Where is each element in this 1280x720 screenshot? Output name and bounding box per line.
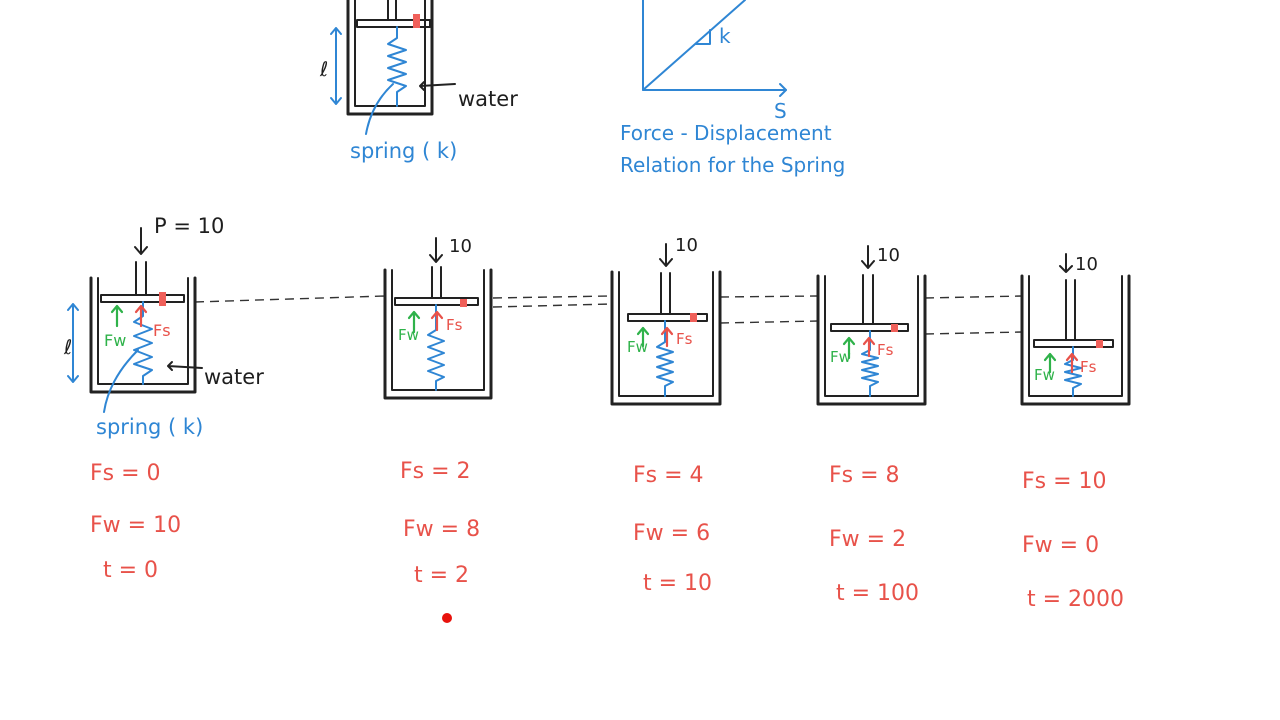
top-spring-label: spring ( k) (350, 139, 457, 163)
force-displacement-graph: k S Force - Displacement Relation for th… (620, 0, 845, 177)
fs-label: Fs (446, 316, 463, 334)
load-label: 10 (449, 236, 472, 257)
valve-marker (159, 292, 166, 306)
load-label: 10 (877, 245, 900, 266)
fw-label: Fw (830, 348, 851, 366)
top-cylinder: ℓ water spring ( k) (319, 0, 518, 163)
valve-marker (690, 313, 697, 322)
t-value: t = 0 (103, 558, 158, 583)
fs-label: Fs (676, 330, 693, 348)
fs-label: Fs (1080, 358, 1097, 376)
spring-label: spring ( k) (96, 415, 203, 439)
t-value: t = 100 (836, 581, 919, 606)
t-value: t = 2000 (1027, 587, 1124, 612)
length-label: ℓ (63, 335, 72, 359)
fw-value: Fw = 10 (90, 513, 181, 538)
water-label: water (204, 365, 264, 389)
valve-marker (460, 299, 467, 307)
valve-marker (1096, 340, 1103, 348)
fw-label: Fw (398, 326, 419, 344)
cylinder-state-5: 10 Fw Fs (1020, 253, 1131, 406)
fw-value: Fw = 0 (1022, 533, 1099, 558)
cylinder-state-3: 10 Fw Fs (610, 235, 722, 406)
level-lines (194, 295, 1023, 335)
load-label: 10 (1075, 254, 1098, 275)
valve-marker (413, 14, 420, 28)
fw-value: Fw = 8 (403, 517, 480, 542)
top-water-label: water (458, 87, 518, 111)
cylinder-state-1: P = 10 ℓ Fw Fs water spring ( k) (63, 214, 264, 439)
fw-label: Fw (1034, 366, 1055, 384)
fs-value: Fs = 4 (633, 463, 704, 488)
graph-caption-line2: Relation for the Spring (620, 153, 845, 177)
t-value: t = 2 (414, 563, 469, 588)
t-value: t = 10 (643, 571, 712, 596)
graph-caption-line1: Force - Displacement (620, 121, 832, 145)
pointer-dot (442, 613, 452, 623)
cylinder-state-4: 10 Fw Fs (816, 245, 927, 406)
fs-label: Fs (153, 321, 171, 340)
fs-label: Fs (877, 341, 894, 359)
load-label: P = 10 (154, 214, 224, 238)
fs-value: Fs = 10 (1022, 469, 1107, 494)
fs-value: Fs = 8 (829, 463, 900, 488)
load-label: 10 (675, 235, 698, 256)
fs-value: Fs = 2 (400, 459, 471, 484)
fw-label: Fw (627, 338, 648, 356)
slope-label: k (719, 24, 731, 48)
fw-value: Fw = 6 (633, 521, 710, 546)
state-values: Fs = 0 Fw = 10 t = 0 Fs = 2 Fw = 8 t = 2… (90, 459, 1124, 623)
fs-value: Fs = 0 (90, 461, 161, 486)
top-length-label: ℓ (319, 57, 328, 81)
cylinder-state-2: 10 Fw Fs (383, 236, 493, 400)
valve-marker (891, 324, 898, 332)
fw-label: Fw (104, 331, 126, 350)
x-axis-label: S (774, 99, 787, 123)
fw-value: Fw = 2 (829, 527, 906, 552)
